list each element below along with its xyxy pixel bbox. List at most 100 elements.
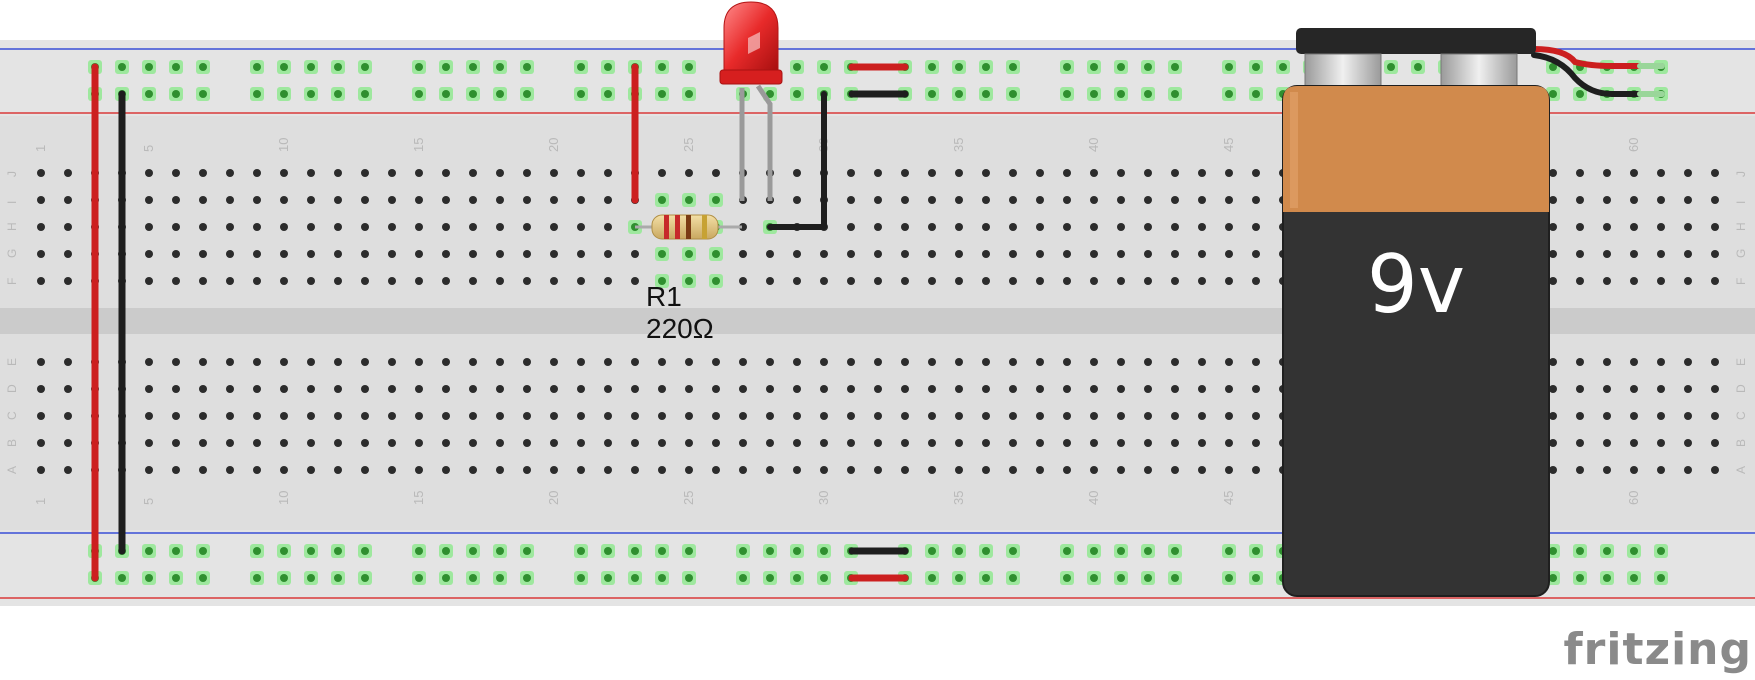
hole[interactable] <box>496 412 504 420</box>
hole[interactable] <box>1711 169 1719 177</box>
hole[interactable] <box>820 466 828 474</box>
hole[interactable] <box>1225 169 1233 177</box>
hole[interactable] <box>388 466 396 474</box>
hole[interactable] <box>1225 439 1233 447</box>
hole[interactable] <box>307 169 315 177</box>
hole[interactable] <box>928 277 936 285</box>
hole[interactable] <box>1009 412 1017 420</box>
hole[interactable] <box>1630 196 1638 204</box>
hole[interactable] <box>1603 385 1611 393</box>
hole[interactable] <box>982 358 990 366</box>
rail-hole[interactable] <box>172 574 180 582</box>
hole[interactable] <box>1576 250 1584 258</box>
hole[interactable] <box>1549 358 1557 366</box>
rail-hole[interactable] <box>982 547 990 555</box>
hole[interactable] <box>793 358 801 366</box>
rail-hole[interactable] <box>1630 547 1638 555</box>
hole[interactable] <box>1036 466 1044 474</box>
hole[interactable] <box>955 439 963 447</box>
hole[interactable] <box>415 277 423 285</box>
hole[interactable] <box>982 385 990 393</box>
hole[interactable] <box>388 412 396 420</box>
hole[interactable] <box>955 223 963 231</box>
hole[interactable] <box>1603 358 1611 366</box>
rail-hole[interactable] <box>199 63 207 71</box>
hole[interactable] <box>307 196 315 204</box>
hole[interactable] <box>361 439 369 447</box>
hole[interactable] <box>982 250 990 258</box>
hole[interactable] <box>442 385 450 393</box>
hole[interactable] <box>901 358 909 366</box>
rail-hole[interactable] <box>955 90 963 98</box>
hole[interactable] <box>361 277 369 285</box>
hole[interactable] <box>550 439 558 447</box>
hole[interactable] <box>1549 196 1557 204</box>
hole[interactable] <box>847 412 855 420</box>
hole[interactable] <box>1171 466 1179 474</box>
hole[interactable] <box>901 466 909 474</box>
hole[interactable] <box>64 277 72 285</box>
rail-hole[interactable] <box>955 547 963 555</box>
hole[interactable] <box>1225 385 1233 393</box>
hole[interactable] <box>496 358 504 366</box>
hole[interactable] <box>1063 439 1071 447</box>
rail-hole[interactable] <box>496 63 504 71</box>
rail-hole[interactable] <box>1603 574 1611 582</box>
hole[interactable] <box>1225 196 1233 204</box>
hole[interactable] <box>1576 223 1584 231</box>
hole[interactable] <box>1657 412 1665 420</box>
hole[interactable] <box>145 223 153 231</box>
rail-hole[interactable] <box>442 574 450 582</box>
rail-hole[interactable] <box>820 574 828 582</box>
hole[interactable] <box>1684 466 1692 474</box>
hole[interactable] <box>1063 277 1071 285</box>
hole[interactable] <box>361 412 369 420</box>
hole[interactable] <box>1603 466 1611 474</box>
rail-hole[interactable] <box>1576 547 1584 555</box>
hole[interactable] <box>874 385 882 393</box>
hole[interactable] <box>64 439 72 447</box>
hole[interactable] <box>1225 466 1233 474</box>
rail-hole[interactable] <box>307 63 315 71</box>
hole[interactable] <box>415 196 423 204</box>
hole[interactable] <box>955 385 963 393</box>
hole[interactable] <box>1630 466 1638 474</box>
hole[interactable] <box>577 385 585 393</box>
hole[interactable] <box>1225 277 1233 285</box>
hole[interactable] <box>1630 169 1638 177</box>
rail-hole[interactable] <box>1549 90 1557 98</box>
hole[interactable] <box>388 385 396 393</box>
rail-hole[interactable] <box>1252 63 1260 71</box>
hole[interactable] <box>334 439 342 447</box>
hole[interactable] <box>415 169 423 177</box>
hole[interactable] <box>604 439 612 447</box>
hole[interactable] <box>1576 385 1584 393</box>
hole[interactable] <box>1063 250 1071 258</box>
hole[interactable] <box>982 412 990 420</box>
hole[interactable] <box>901 196 909 204</box>
rail-hole[interactable] <box>793 90 801 98</box>
rail-hole[interactable] <box>1225 90 1233 98</box>
hole[interactable] <box>1576 439 1584 447</box>
hole[interactable] <box>712 412 720 420</box>
hole[interactable] <box>226 439 234 447</box>
hole[interactable] <box>172 277 180 285</box>
rail-hole[interactable] <box>145 574 153 582</box>
hole[interactable] <box>685 439 693 447</box>
hole[interactable] <box>793 169 801 177</box>
hole[interactable] <box>496 223 504 231</box>
hole[interactable] <box>442 439 450 447</box>
hole[interactable] <box>1576 196 1584 204</box>
hole[interactable] <box>604 358 612 366</box>
hole[interactable] <box>361 169 369 177</box>
hole[interactable] <box>442 250 450 258</box>
hole[interactable] <box>1144 277 1152 285</box>
hole[interactable] <box>604 466 612 474</box>
hole[interactable] <box>1252 358 1260 366</box>
hole[interactable] <box>226 223 234 231</box>
hole[interactable] <box>1171 223 1179 231</box>
rail-hole[interactable] <box>280 63 288 71</box>
hole[interactable] <box>955 196 963 204</box>
hole[interactable] <box>739 385 747 393</box>
hole[interactable] <box>847 385 855 393</box>
